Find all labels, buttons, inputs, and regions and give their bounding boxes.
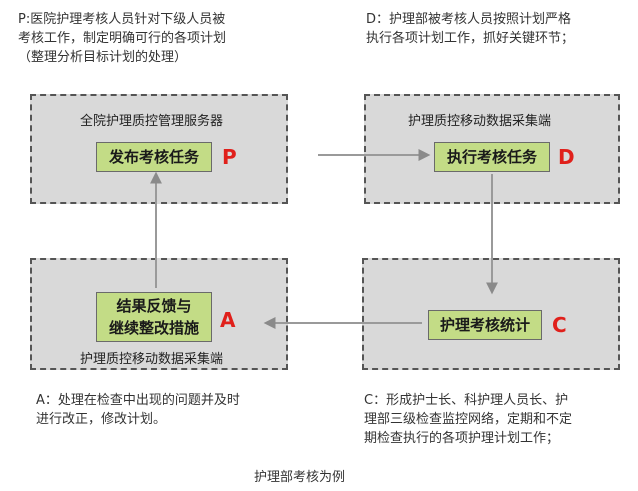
publish-task-button: 发布考核任务 — [96, 142, 212, 172]
check-letter: C — [552, 313, 567, 337]
act-box-title: 护理质控移动数据采集端 — [80, 352, 224, 367]
note-do: D：护理部被考核人员按照计划严格 执行各项计划工作，抓好关键环节； — [366, 12, 575, 46]
plan-box: 全院护理质控管理服务器 发布考核任务 P — [30, 94, 288, 204]
caption: 护理部考核为例 — [254, 470, 346, 485]
act-box: 结果反馈与 继续整改措施 A 护理质控移动数据采集端 — [30, 258, 288, 370]
execute-task-button: 执行考核任务 — [434, 142, 550, 172]
note-check: C：形成护士长、科护理人员长、护 理部三级检查监控网络，定期和不定 期检查执行的… — [364, 393, 573, 446]
statistics-task-button: 护理考核统计 — [428, 310, 542, 340]
do-box: 护理质控移动数据采集端 执行考核任务 D — [364, 94, 620, 204]
do-letter: D — [558, 145, 575, 169]
feedback-task-button: 结果反馈与 继续整改措施 — [96, 292, 212, 342]
plan-box-title: 全院护理质控管理服务器 — [80, 114, 224, 129]
note-act: A：处理在检查中出现的问题并及时 进行改正，修改计划。 — [36, 393, 240, 427]
plan-letter: P — [222, 145, 237, 169]
do-box-title: 护理质控移动数据采集端 — [408, 114, 552, 129]
act-letter: A — [220, 308, 236, 332]
note-plan: P:医院护理考核人员针对下级人员被 考核工作，制定明确可行的各项计划 （整理分析… — [18, 12, 227, 65]
